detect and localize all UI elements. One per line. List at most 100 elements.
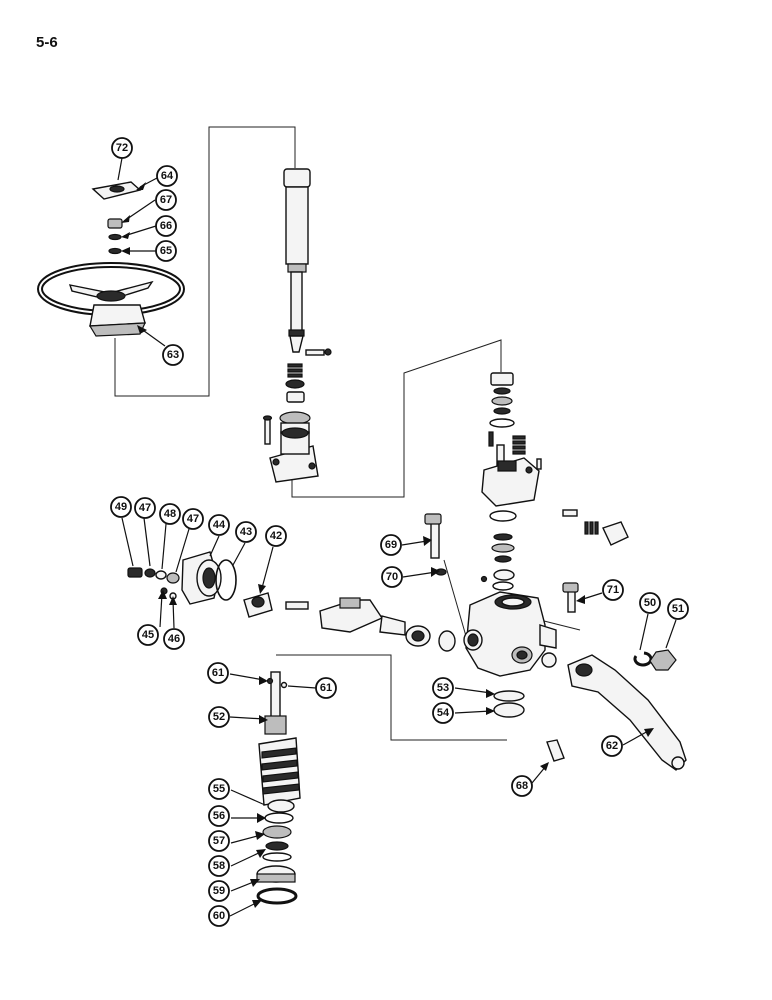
- svg-text:67: 67: [160, 194, 172, 206]
- svg-text:68: 68: [516, 780, 528, 792]
- column-shaft: [290, 271, 303, 333]
- valve-spring: [512, 435, 526, 455]
- svg-text:71: 71: [607, 584, 619, 596]
- sector-shaft-group: [127, 551, 456, 652]
- page-number: 5-6: [36, 34, 58, 51]
- callout-59: 59: [208, 880, 230, 902]
- svg-text:58: 58: [213, 860, 225, 872]
- svg-text:55: 55: [213, 783, 225, 795]
- snap-ring-50: [633, 651, 653, 667]
- callout-64: 64: [156, 165, 178, 187]
- callout-56: 56: [208, 805, 230, 827]
- callout-68: 68: [511, 775, 533, 797]
- svg-text:52: 52: [213, 711, 225, 723]
- callout-65: 65: [155, 240, 177, 262]
- callout-45: 45: [137, 624, 159, 646]
- callout-50: 50: [639, 592, 661, 614]
- o-ring-60: [256, 887, 298, 905]
- svg-text:63: 63: [167, 349, 179, 361]
- svg-text:61: 61: [212, 667, 224, 679]
- svg-text:47: 47: [139, 502, 151, 514]
- callout-46: 46: [163, 628, 185, 650]
- callout-47b: 47: [182, 508, 204, 530]
- bolt-71: [567, 589, 576, 613]
- svg-text:54: 54: [437, 707, 450, 719]
- svg-text:48: 48: [164, 508, 176, 520]
- callout-57: 57: [208, 830, 230, 852]
- callout-49: 49: [110, 496, 132, 518]
- svg-text:53: 53: [437, 682, 449, 694]
- svg-text:66: 66: [160, 220, 172, 232]
- svg-text:46: 46: [168, 633, 180, 645]
- callout-71: 71: [602, 579, 624, 601]
- assembly-guide-lines: [114, 126, 581, 741]
- svg-text:69: 69: [385, 539, 397, 551]
- worm-shaft-group: [256, 671, 565, 905]
- svg-text:49: 49: [115, 501, 127, 513]
- nut-51: [649, 649, 677, 671]
- worm-shaft: [270, 671, 281, 719]
- svg-text:47: 47: [187, 513, 199, 525]
- callout-66: 66: [155, 215, 177, 237]
- valve-housing: [481, 457, 540, 507]
- svg-text:45: 45: [142, 629, 154, 641]
- svg-text:51: 51: [672, 603, 684, 615]
- column-tube: [285, 186, 309, 265]
- svg-text:64: 64: [161, 170, 174, 182]
- svg-text:62: 62: [606, 740, 618, 752]
- callout-61-left: 61: [207, 662, 229, 684]
- column-tube-top: [283, 168, 311, 188]
- pin-68: [546, 739, 565, 762]
- valve-assembly-group: [481, 372, 629, 591]
- callout-60: 60: [208, 905, 230, 927]
- callout-55: 55: [208, 778, 230, 800]
- callout-54: 54: [432, 702, 454, 724]
- callout-44: 44: [208, 514, 230, 536]
- callout-72: 72: [111, 137, 133, 159]
- o-ring-43: [215, 559, 237, 601]
- relief-spring: [584, 521, 599, 535]
- pitman-arm-group: [567, 649, 687, 771]
- column-bearing: [279, 411, 311, 425]
- svg-text:57: 57: [213, 835, 225, 847]
- callout-58: 58: [208, 855, 230, 877]
- lock-washer: [108, 247, 122, 255]
- callout-leaders: [117, 157, 677, 917]
- callout-61-right: 61: [315, 677, 337, 699]
- callout-labels: 72 64 67 66 65 63 49 47 48 47 44 43 42 6…: [110, 137, 689, 927]
- callout-51: 51: [667, 598, 689, 620]
- callout-69: 69: [380, 534, 402, 556]
- washer: [108, 233, 122, 241]
- svg-text:65: 65: [160, 245, 172, 257]
- steering-wheel-group: [37, 181, 185, 337]
- column-spring: [287, 363, 303, 378]
- svg-text:59: 59: [213, 885, 225, 897]
- callout-42: 42: [265, 525, 287, 547]
- callout-63: 63: [162, 344, 184, 366]
- seal-53: [493, 690, 525, 702]
- callout-43: 43: [235, 521, 257, 543]
- seal-54: [493, 702, 525, 718]
- nut: [107, 218, 123, 229]
- bolt-69: [430, 519, 440, 559]
- svg-text:50: 50: [644, 597, 656, 609]
- svg-text:72: 72: [116, 142, 128, 154]
- callout-67: 67: [155, 189, 177, 211]
- column-bolt: [305, 349, 325, 356]
- steering-column-group: [262, 168, 332, 483]
- callout-52: 52: [208, 706, 230, 728]
- svg-text:42: 42: [270, 530, 282, 542]
- callout-48: 48: [159, 503, 181, 525]
- gear-housing-group: [424, 513, 579, 677]
- callout-62: 62: [601, 735, 623, 757]
- svg-text:43: 43: [240, 526, 252, 538]
- svg-text:60: 60: [213, 910, 225, 922]
- svg-text:56: 56: [213, 810, 225, 822]
- svg-text:61: 61: [320, 682, 332, 694]
- callout-70: 70: [381, 566, 403, 588]
- svg-text:70: 70: [386, 571, 398, 583]
- callout-53: 53: [432, 677, 454, 699]
- callout-47: 47: [134, 497, 156, 519]
- svg-text:44: 44: [213, 519, 226, 531]
